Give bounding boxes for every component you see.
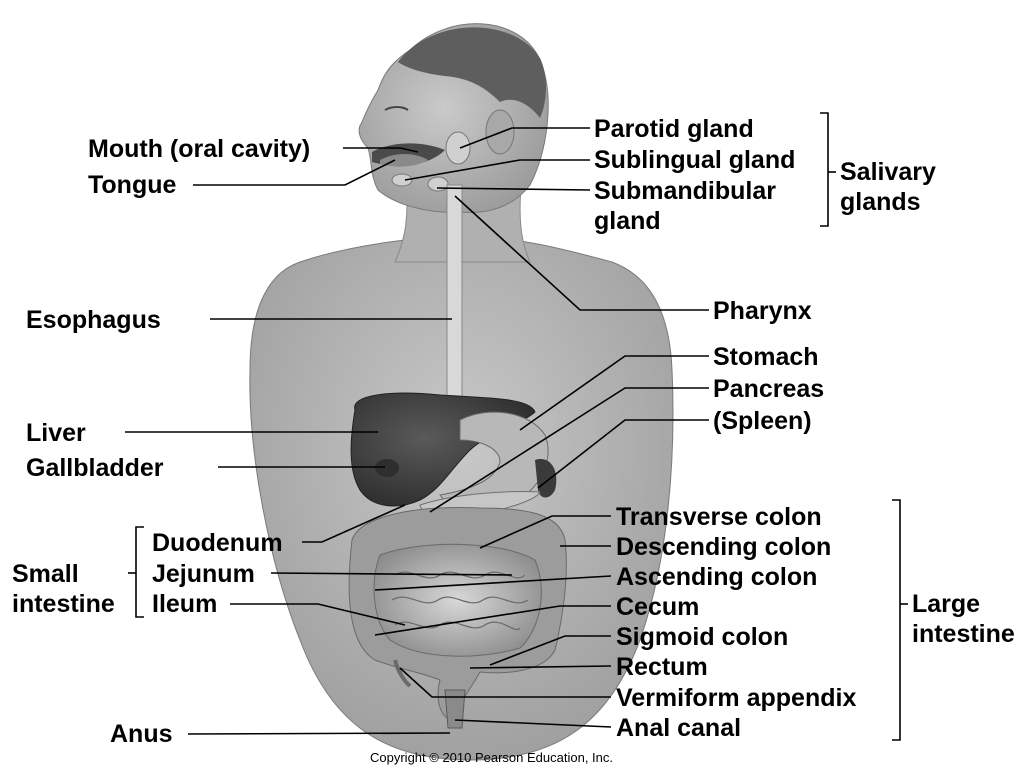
large-intestine-bracket (892, 500, 900, 740)
label-pharynx: Pharynx (713, 297, 812, 325)
label-small-2: intestine (12, 590, 115, 618)
label-salivary-2: glands (840, 188, 921, 216)
copyright-notice: Copyright © 2010 Pearson Education, Inc. (370, 750, 613, 765)
gallbladder-shape (375, 459, 399, 477)
label-spleen: (Spleen) (713, 407, 812, 435)
small-intestine-shape (374, 544, 541, 656)
label-large-1: Large (912, 590, 980, 618)
label-gallbladder: Gallbladder (26, 454, 164, 482)
label-pancreas: Pancreas (713, 375, 824, 403)
label-anus: Anus (110, 720, 173, 748)
salivary-bracket (820, 113, 828, 226)
label-duodenum: Duodenum (152, 529, 283, 557)
label-small-1: Small (12, 560, 79, 588)
label-tongue: Tongue (88, 171, 176, 199)
esophagus-shape (447, 185, 462, 410)
anal-canal-shape (445, 690, 465, 728)
label-appendix: Vermiform appendix (616, 684, 856, 712)
label-large-2: intestine (912, 620, 1015, 648)
small-intestine-bracket (136, 527, 144, 617)
label-parotid: Parotid gland (594, 115, 754, 143)
label-anal-canal: Anal canal (616, 714, 741, 742)
label-salivary-1: Salivary (840, 158, 936, 186)
label-esophagus: Esophagus (26, 306, 161, 334)
label-descending: Descending colon (616, 533, 831, 561)
label-submandibular-2: gland (594, 207, 661, 235)
label-transverse: Transverse colon (616, 503, 822, 531)
label-sublingual: Sublingual gland (594, 146, 795, 174)
label-ascending: Ascending colon (616, 563, 817, 591)
label-jejunum: Jejunum (152, 560, 255, 588)
label-stomach: Stomach (713, 343, 819, 371)
label-cecum: Cecum (616, 593, 699, 621)
label-rectum: Rectum (616, 653, 708, 681)
label-liver: Liver (26, 419, 86, 447)
label-mouth: Mouth (oral cavity) (88, 135, 310, 163)
label-sigmoid: Sigmoid colon (616, 623, 788, 651)
label-ileum: Ileum (152, 590, 217, 618)
parotid-gland-shape (446, 132, 470, 164)
label-submandibular-1: Submandibular (594, 177, 776, 205)
